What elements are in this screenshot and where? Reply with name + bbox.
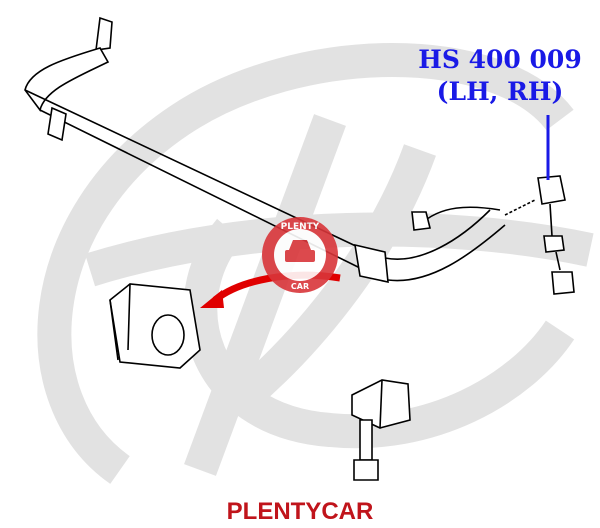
watermark (37, 43, 594, 484)
stabilizer-link (537, 175, 575, 295)
svg-text:PLENTY: PLENTY (281, 222, 320, 232)
plentycar-logo: PLENTY CAR (262, 217, 338, 293)
svg-text:CAR: CAR (291, 282, 309, 291)
part-number-label: HS 400 009 (LH, RH) (405, 44, 595, 108)
part-position: (LH, RH) (436, 77, 564, 106)
part-number: HS 400 009 (418, 45, 582, 74)
brand-label: PLENTYCAR (226, 498, 374, 525)
bracket (351, 379, 411, 481)
bushing (109, 283, 201, 369)
stabilizer-bar (24, 16, 536, 284)
